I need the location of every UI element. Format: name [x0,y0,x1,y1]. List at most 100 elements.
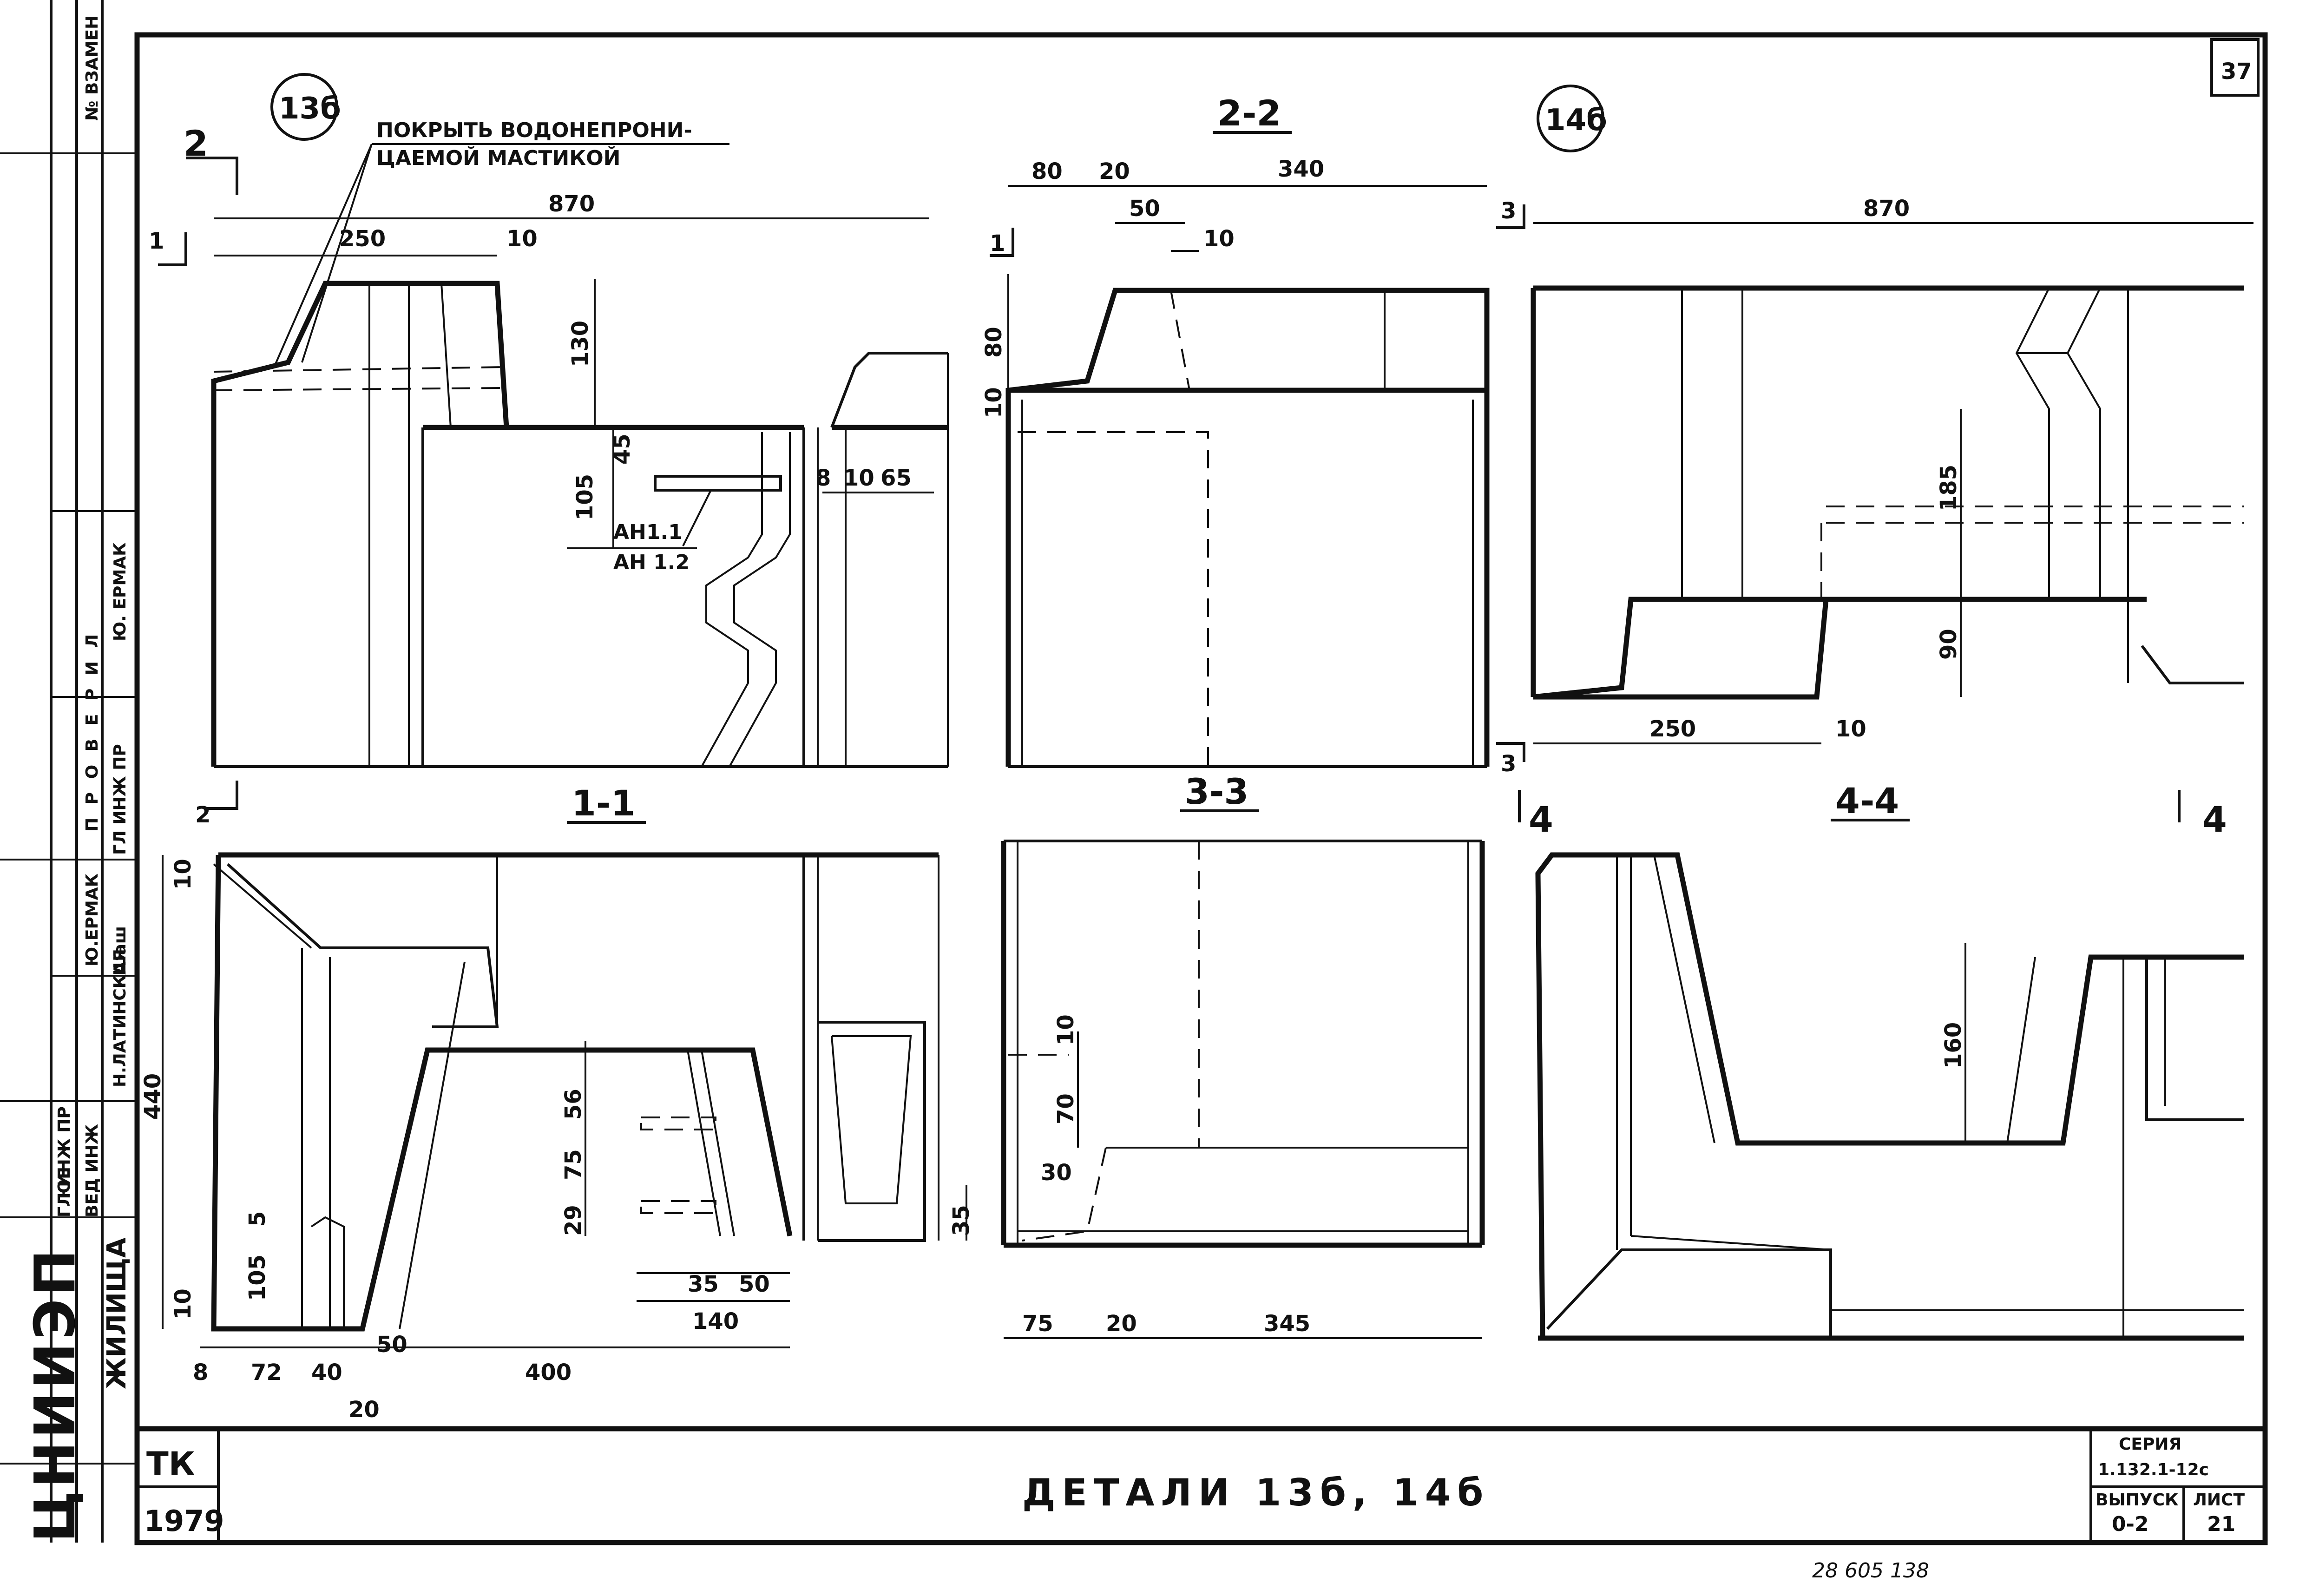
dim-33-30: 30 [1041,1160,1072,1186]
dims-14b-lines [1533,222,2253,744]
series-label: СЕРИЯ [2119,1435,2181,1454]
marker-4-right: 4 [2202,799,2227,840]
dim-22-10v: 10 [981,387,1007,418]
handwritten-note: 28 605 138 [1812,1559,1929,1583]
stamp-title-engineer: ГЛ ИНЖ ПР [111,744,130,855]
note-line-2: ЦАЕМОЙ МАСТИКОЙ [376,145,620,170]
dim-33-10: 10 [1053,1014,1079,1045]
dim-11-140: 140 [692,1308,739,1334]
issue-label: ВЫПУСК [2096,1491,2178,1510]
marker-1-top: 1 [149,228,164,254]
stamp-sign-2: Шаш [111,926,130,976]
anchor-bar-upper [640,1117,716,1130]
dim-33-70: 70 [1053,1093,1079,1124]
dim-13b-105: 105 [572,474,598,520]
dim-11-50: 50 [376,1332,407,1358]
dim-11-50b: 50 [739,1271,770,1297]
dim-33-345: 345 [1264,1311,1310,1337]
sheet-number-box [2210,38,2260,97]
stamp-inv: № ВЗАМЕН [83,15,102,121]
dim-11-72: 72 [251,1360,282,1386]
sheet-value: 21 [2207,1512,2235,1536]
dim-11-5: 5 [244,1211,270,1227]
dim-11-75: 75 [560,1149,586,1180]
dim-33-75: 75 [1022,1311,1053,1337]
stamp-sign-1: ЮЕ [55,1168,74,1199]
dim-13b-10b: 10 [843,465,874,491]
dim-33-20: 20 [1106,1311,1137,1337]
dim-13b-45: 45 [609,433,635,465]
anchor-an11: АН1.1 [613,520,683,544]
dim-14b-250: 250 [1649,716,1696,742]
dim-13b-8: 8 [815,465,831,491]
sheet-number: 37 [2221,59,2252,85]
detail-14b-label: 14б [1545,103,1607,138]
dim-13b-250: 250 [339,226,386,252]
section-4-4-title: 4-4 [1835,780,1899,821]
dim-22-80v: 80 [981,327,1007,358]
dim-11-40: 40 [311,1360,342,1386]
dim-14b-10: 10 [1835,716,1866,742]
dim-22-80: 80 [1031,158,1063,184]
dim-14b-185: 185 [1936,465,1962,511]
dim-11-8: 8 [193,1360,208,1386]
marker-3-top: 3 [1501,198,1516,224]
dims-2-2-lines [1007,185,1487,390]
sheet-frame [134,32,2268,1545]
stamp-ermak-1: Ю. ЕРМАК [111,542,130,641]
dim-11-10: 10 [170,859,196,890]
dim-22-340: 340 [1278,156,1324,182]
dim-22-10: 10 [1203,226,1235,252]
note-line-1: ПОКРЫТЬ ВОДОНЕПРОНИ- [376,118,692,142]
side-stamp [0,0,137,1543]
anchor-bar-lower [640,1200,716,1214]
dim-11-35v: 35 [948,1205,974,1236]
dim-11-400: 400 [525,1360,572,1386]
dim-11-29: 29 [560,1205,586,1236]
stamp-ermak-2: Ю.ЕРМАК [83,874,102,966]
marker-2-top: 2 [184,123,208,164]
issue-value: 0-2 [2112,1512,2149,1536]
dim-44-160: 160 [1940,1022,1966,1069]
section-3-3 [1001,840,1485,1248]
section-4-4 [1535,852,2244,1341]
marker-4-left: 4 [1529,799,1553,840]
dim-11-35: 35 [688,1271,719,1297]
dim-11-105: 105 [244,1254,270,1301]
marker-1-22: 1 [990,230,1005,256]
dim-11-10b: 10 [170,1288,196,1320]
stamp-ved-inzh: ВЕД ИНЖ [83,1124,102,1217]
detail-13b-label: 13б [279,92,341,126]
sheet-title: ДЕТАЛИ 13б, 14б [1022,1471,1490,1514]
series-value: 1.132.1-12с [2098,1460,2209,1479]
dim-13b-130: 130 [567,321,593,367]
dim-13b-65: 65 [880,465,912,491]
dims-3-3-lines [1004,1031,1482,1339]
dims-1-1-lines [162,855,967,1348]
anchor-an12: АН 1.2 [613,551,690,574]
year-label: 1979 [144,1504,224,1538]
section-3-3-title: 3-3 [1185,771,1248,812]
dim-13b-870: 870 [548,191,595,217]
org-logo: ЦНИИЭП [23,1247,88,1543]
dim-13b-10: 10 [506,226,538,252]
dim-11-56: 56 [560,1089,586,1120]
detail-13b-circle [270,73,338,141]
dim-11-20: 20 [348,1397,380,1423]
sheet-label: ЛИСТ [2193,1491,2245,1510]
org-dept: ЖИЛИЩА [102,1237,132,1389]
section-2-2 [1005,288,1490,768]
stamp-checked: П Р О В Е Р И Л [83,631,102,832]
cut-markers [158,157,2181,822]
dims-13b-lines [214,217,934,548]
dim-11-440: 440 [140,1073,166,1120]
section-1-1-title: 1-1 [572,782,635,824]
dim-22-50: 50 [1129,196,1160,222]
elevation-13b [211,281,949,768]
stamp-latinskaya: Н.ЛАТИНСКАЯ [111,949,130,1087]
stamp-gl-inzh: ГЛ ИНЖ ПР [55,1106,74,1217]
section-1-1 [211,852,939,1332]
tk-label: ТК [146,1445,195,1483]
